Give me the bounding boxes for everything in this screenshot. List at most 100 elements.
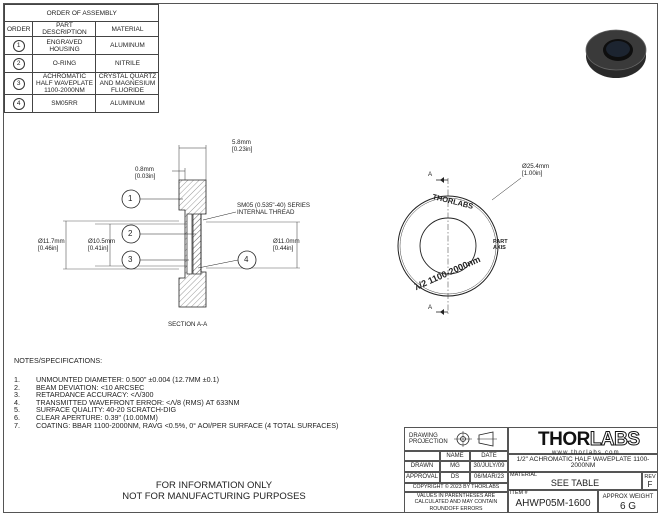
projection-cell: DRAWING PROJECTION <box>404 427 508 451</box>
note-text: BEAM DEVIATION: <10 arcsec <box>36 382 145 392</box>
width-dimension: 5.8mm[0.23in] <box>232 139 252 153</box>
d2-mm: Ø10.5mm <box>88 238 116 245</box>
item-label: ITEM # <box>510 490 528 496</box>
note-number: 5. <box>14 405 20 415</box>
note-item: 6. CLEAR APERTURE: 0.39" (10.00mm) <box>14 414 338 422</box>
od-mm: Ø25.4mm <box>522 163 550 170</box>
disclaimer: FOR INFORMATION ONLY NOT FOR MANUFACTURI… <box>100 480 328 502</box>
diameter-dimension-3: Ø11.0mm[0.44in] <box>273 238 300 252</box>
product-photo <box>585 29 647 78</box>
note-number: 4. <box>14 397 20 407</box>
title-block: DRAWING PROJECTION NAME DATE DRAWN MG 30… <box>404 427 658 513</box>
table-row: 1 ENGRAVED HOUSING ALUMINUM <box>3 36 160 55</box>
od-in: [1.00in] <box>522 170 543 177</box>
thread-note-line-2: INTERNAL THREAD <box>237 209 295 216</box>
projection-symbol-icon <box>454 431 497 447</box>
material-cell: SEE TABLE <box>508 472 642 490</box>
weight-label: APPROX WEIGHT <box>602 493 654 500</box>
drawn-label: DRAWN <box>404 461 440 472</box>
lip-dimension: 0.8mm[0.03in] <box>135 166 155 180</box>
disclaimer-line-1: FOR INFORMATION ONLY <box>155 480 273 491</box>
name-header: NAME <box>440 451 470 461</box>
note-text: UNMOUNTED DIAMETER: 0.500" ±0.004 (12.7m… <box>36 375 219 384</box>
weight-value: 6 g <box>619 500 637 512</box>
note-text: CLEAR APERTURE: 0.39" (10.00mm) <box>36 412 158 422</box>
note-number: 3. <box>14 390 20 400</box>
drawn-name: MG <box>440 461 470 472</box>
order-number: 1 <box>12 39 25 52</box>
note-text: COATING: BBAR 1100-2000nm, Ravg <0.5%, 0… <box>36 420 339 430</box>
note-item: 2. BEAM DEVIATION: <10 arcsec <box>14 382 338 392</box>
balloon-2: 2 <box>128 229 133 238</box>
item-cell: AHWP05M-1600 <box>508 490 598 513</box>
material-label: MATERIAL <box>510 472 538 478</box>
width-dim-in: [0.23in] <box>232 146 253 153</box>
approval-date: 06/MAR/23 <box>470 472 508 483</box>
weight-cell: APPROX WEIGHT 6 g <box>598 490 658 513</box>
table-row: 4 SM05RR ALUMINUM <box>3 94 160 113</box>
approval-name: DS <box>440 472 470 483</box>
d2-in: [0.41in] <box>88 245 109 252</box>
thread-note-line-1: SM05 (0.535"-40) SERIES <box>237 202 311 209</box>
note-number: 2. <box>14 382 20 392</box>
d3-in: [0.44in] <box>273 245 294 252</box>
d1-mm: Ø11.7mm <box>38 238 65 245</box>
drawn-date: 30/JULY/09 <box>470 461 508 472</box>
disclaimer-line-2: NOT FOR MANUFACTURING PURPOSES <box>122 491 306 502</box>
note-number: 7. <box>14 420 20 430</box>
approval-label: APPROVAL <box>404 472 440 483</box>
diameter-dimension-2: Ø10.5mm[0.41in] <box>88 238 115 252</box>
width-dim-mm: 5.8mm <box>232 139 251 146</box>
note-number: 6. <box>14 412 20 422</box>
d1-in: [0.46in] <box>38 245 59 252</box>
balloon-1: 1 <box>128 194 133 203</box>
notes-specifications: NOTES/SPECIFICATIONS: 1. UNMOUNTED DIAMET… <box>14 356 338 429</box>
note-item: 7. COATING: BBAR 1100-2000nm, Ravg <0.5%,… <box>14 420 339 430</box>
note-number: 1. <box>14 375 20 384</box>
outer-diameter-dimension: Ø25.4mm[1.00in] <box>522 163 549 177</box>
copyright: COPYRIGHT © 2023 BY THORLABS <box>404 483 508 492</box>
table-row: 2 O-RING NITRILE <box>3 54 160 73</box>
axis-marking-line-1: PART <box>493 239 508 245</box>
part-material: ALUMINUM <box>95 94 160 113</box>
sheet-border <box>3 3 658 513</box>
balloon-3: 3 <box>128 255 133 264</box>
rev-cell: REV F <box>642 472 658 490</box>
order-number: 3 <box>12 77 25 90</box>
values-note: VALUES IN PARENTHESES ARE CALCULATED AND… <box>404 492 508 513</box>
balloon-4: 4 <box>244 255 249 264</box>
note-text: RETARDANCE ACCURACY: <λ/300 <box>36 390 154 400</box>
lip-dim-in: [0.03in] <box>135 173 156 180</box>
logo-lab: LABS <box>589 429 640 451</box>
blank-cell <box>404 451 440 461</box>
date-header: DATE <box>470 451 508 461</box>
rev-value: F <box>647 480 653 489</box>
part-description: SM05RR <box>32 94 97 113</box>
note-item: 4.TRANSMITTED WAVEFRONT ERROR: <λ/8 (rms… <box>14 399 338 407</box>
projection-label: DRAWING PROJECTION <box>409 432 448 446</box>
website-url: www.thorlabs.com <box>552 450 620 456</box>
section-caption: SECTION A-A <box>168 321 208 328</box>
section-mark-bottom: A <box>428 304 433 311</box>
assembly-table: ORDER OF ASSEMBLY ORDER PART DESCRIPTION… <box>3 4 160 113</box>
d3-mm: Ø11.0mm <box>273 238 300 245</box>
part-title: 1/2" ACHROMATIC HALF WAVEPLATE 1100-2000… <box>508 454 658 472</box>
notes-header: NOTES/SPECIFICATIONS: <box>14 356 103 365</box>
order-number: 4 <box>12 97 25 110</box>
diameter-dimension-1: Ø11.7mm[0.46in] <box>38 238 65 252</box>
rev-label: REV <box>644 474 656 480</box>
note-text: SURFACE QUALITY: 40-20 SCRATCH-DIG <box>36 405 177 415</box>
material-value: SEE TABLE <box>550 477 600 488</box>
note-item: 1. UNMOUNTED DIAMETER: 0.500" ±0.004 (12.… <box>14 376 338 384</box>
note-item: 5. SURFACE QUALITY: 40-20 SCRATCH-DIG <box>14 406 338 414</box>
section-mark-top: A <box>428 171 433 178</box>
logo-cell <box>508 427 658 454</box>
item-value: AHWP05M-1600 <box>515 497 591 509</box>
axis-marking-line-2: AXIS <box>493 245 506 251</box>
lip-dim-mm: 0.8mm <box>135 166 154 173</box>
thorlabs-logo: THORLABS <box>538 429 641 451</box>
order-number: 2 <box>12 57 25 70</box>
